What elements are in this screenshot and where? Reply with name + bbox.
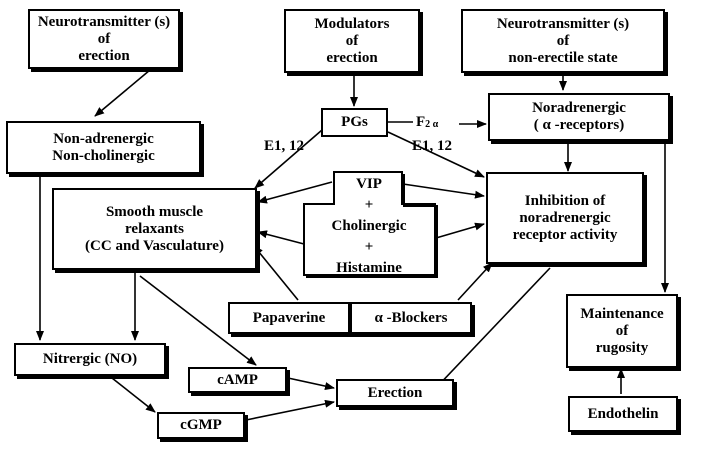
- arrow-vip-cholinergic-to-smooth-muscle: [257, 230, 305, 245]
- node-inhibition-of-noradrenergic[interactable]: Inhibition of noradrenergic receptor act…: [486, 172, 644, 264]
- node-line: cAMP: [217, 371, 258, 388]
- arrow-inhibition-to-erection: [433, 267, 551, 391]
- node-line: α -Blockers: [374, 309, 448, 326]
- arrow-papaverine-to-smooth-muscle: [253, 245, 299, 301]
- node-line: Histamine: [336, 260, 402, 276]
- edge-label-f2a: F2 α: [416, 114, 438, 133]
- node-camp[interactable]: cAMP: [188, 367, 287, 393]
- arrow-camp-to-erection: [287, 377, 335, 390]
- node-line: Inhibition of: [524, 192, 606, 209]
- node-line: Nitrergic (NO): [42, 351, 138, 367]
- node-line: of: [97, 30, 111, 47]
- arrow-cgmp-to-erection: [245, 399, 335, 421]
- node-line: erection: [326, 49, 378, 66]
- node-neurotransmitter-of-erection[interactable]: Neurotransmitter (s) of erection: [28, 9, 180, 69]
- node-line: rugosity: [595, 339, 649, 356]
- node-line: VIP: [356, 176, 382, 192]
- node-papaverine[interactable]: Papaverine: [228, 302, 350, 334]
- node-line: +: [364, 239, 374, 255]
- node-line: Non-cholinergic: [52, 147, 155, 164]
- node-line: Neurotransmitter (s): [37, 13, 171, 30]
- node-non-adrenergic-non-cholinergic[interactable]: Non-adrenergic Non-cholinergic: [6, 121, 201, 174]
- node-line: erection: [78, 47, 130, 64]
- node-line: +: [364, 197, 374, 213]
- node-line: Papaverine: [252, 309, 326, 326]
- arrow-smooth-muscle-to-camp: [139, 275, 257, 366]
- node-line: non-erectile state: [508, 49, 618, 66]
- node-line: Endothelin: [587, 405, 659, 422]
- arrow-vip-to-smooth-muscle: [257, 181, 333, 204]
- arrow-nt-erection-to-nanc: [94, 69, 151, 117]
- node-neurotransmitter-non-erectile[interactable]: Neurotransmitter (s) of non-erectile sta…: [461, 9, 665, 73]
- node-line: Smooth muscle: [105, 203, 204, 220]
- node-line: Modulators: [314, 15, 390, 32]
- node-smooth-muscle-relaxants[interactable]: Smooth muscle relaxants (CC and Vasculat…: [52, 188, 257, 270]
- node-noradrenergic[interactable]: Noradrenergic ( α -receptors): [488, 93, 670, 141]
- node-line: receptor activity: [512, 226, 618, 243]
- node-line: Non-adrenergic: [53, 130, 154, 147]
- node-vip-cholinergic-histamine[interactable]: VIP + Cholinergic + Histamine: [302, 174, 436, 279]
- node-line: Neurotransmitter (s): [496, 15, 630, 32]
- arrow-pgs-to-smooth-muscle: [254, 129, 323, 189]
- node-nitrergic[interactable]: Nitrergic (NO): [14, 343, 166, 376]
- node-cgmp[interactable]: cGMP: [157, 412, 245, 439]
- arrow-pgs-to-inhibition: [387, 131, 485, 178]
- node-line: ( α -receptors): [533, 117, 625, 133]
- node-line: of: [615, 322, 629, 339]
- node-pgs[interactable]: PGs: [321, 108, 388, 137]
- arrow-vip-to-inhibition: [402, 183, 485, 199]
- arrow-vip-cholinergic-to-inhibition: [435, 222, 485, 239]
- node-line: noradrenergic: [519, 209, 611, 226]
- arrow-blockers-to-inhibition: [457, 262, 493, 301]
- node-line: relaxants: [125, 220, 184, 237]
- edge-label-f2a-sub: 2 α: [425, 119, 439, 130]
- node-maintenance-of-rugosity[interactable]: Maintenance of rugosity: [566, 294, 678, 368]
- node-line: Maintenance: [580, 305, 664, 322]
- node-line: cGMP: [180, 417, 222, 433]
- node-alpha-blockers[interactable]: α -Blockers: [350, 302, 472, 334]
- node-line: Noradrenergic: [532, 100, 626, 116]
- node-modulators-of-erection[interactable]: Modulators of erection: [284, 9, 420, 73]
- node-line: of: [556, 32, 570, 49]
- node-line: Erection: [367, 384, 423, 401]
- node-line: PGs: [341, 114, 368, 130]
- node-erection[interactable]: Erection: [336, 379, 454, 407]
- edge-label-f2a-main: F: [416, 114, 426, 130]
- node-endothelin[interactable]: Endothelin: [568, 396, 678, 432]
- arrow-nitrergic-to-cgmp: [111, 377, 156, 413]
- edge-label-e1-12-left: E1, 12: [264, 138, 305, 154]
- node-line: Cholinergic: [331, 218, 407, 234]
- node-line: (CC and Vasculature): [85, 237, 224, 254]
- edge-label-e1-12-right: E1, 12: [412, 138, 453, 154]
- node-line: of: [345, 32, 359, 49]
